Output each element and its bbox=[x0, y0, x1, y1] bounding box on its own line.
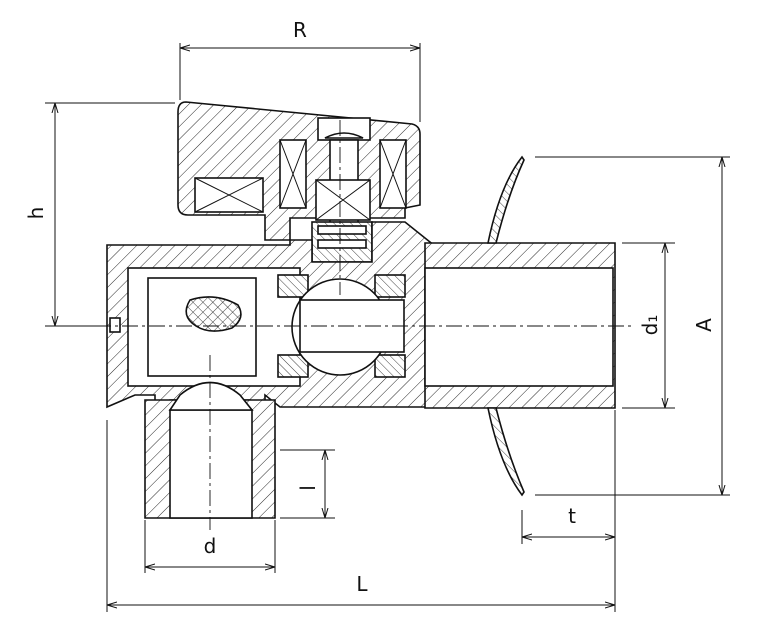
handle bbox=[177, 101, 421, 241]
dim-label-l: l bbox=[296, 485, 320, 491]
dim-label-d1: d₁ bbox=[638, 315, 662, 336]
dim-label-h: h bbox=[24, 207, 48, 220]
dim-label-L: L bbox=[356, 572, 368, 596]
escutcheon bbox=[487, 155, 525, 497]
extension-lines bbox=[45, 43, 730, 612]
center-lines bbox=[95, 120, 632, 530]
dim-label-d: d bbox=[204, 534, 217, 558]
dim-label-R: R bbox=[293, 18, 307, 42]
dim-label-t: t bbox=[568, 504, 576, 528]
valve-body bbox=[106, 221, 441, 411]
dim-label-A: A bbox=[692, 318, 716, 332]
stem bbox=[311, 139, 373, 291]
right-pipe bbox=[424, 242, 616, 409]
dimension-lines bbox=[55, 48, 722, 605]
